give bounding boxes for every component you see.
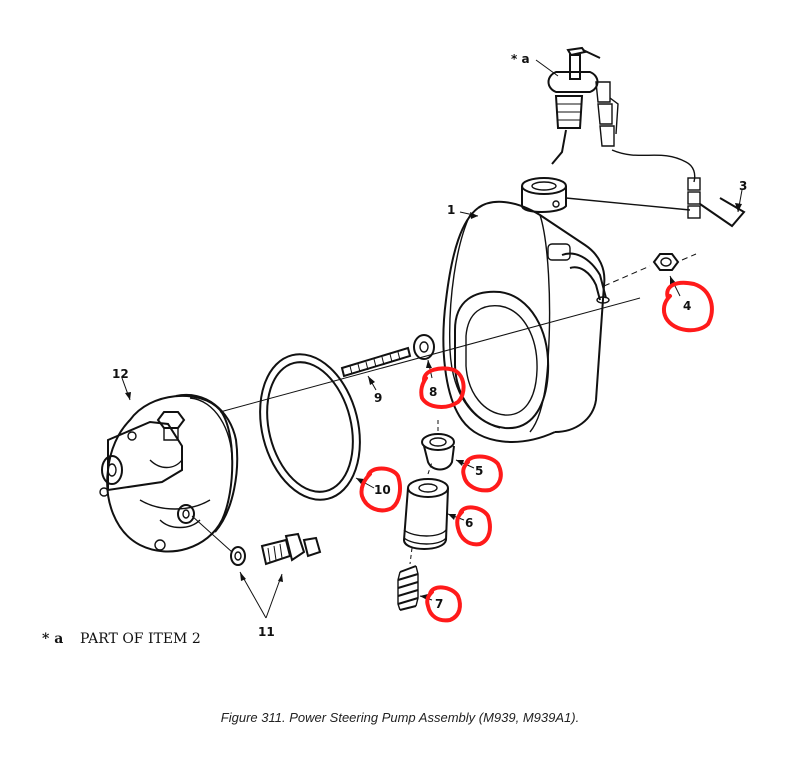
note-marker: * a — [42, 631, 63, 647]
callout-item-a: * a — [511, 52, 530, 66]
highlight-item-10 — [359, 466, 402, 513]
o-ring-part — [259, 353, 361, 501]
highlight-marks — [359, 280, 714, 623]
callout-item-12: 12 — [112, 367, 129, 381]
figure-caption: Figure 311. Power Steering Pump Assembly… — [221, 710, 579, 725]
callout-item-6: 6 — [465, 516, 473, 530]
highlight-item-7 — [425, 585, 462, 623]
dipstick-cap — [547, 46, 619, 165]
callout-item-7: 7 — [435, 597, 443, 611]
note-text: PART OF ITEM 2 — [80, 631, 201, 647]
flow-valve-part — [402, 461, 449, 550]
highlight-item-6 — [455, 505, 492, 547]
spring-part — [397, 547, 419, 611]
highlight-item-4 — [661, 280, 714, 333]
leader-lines — [121, 59, 743, 619]
callout-item-11: 11 — [258, 625, 275, 639]
fitting-part — [421, 420, 455, 471]
filler-neck — [521, 177, 567, 213]
highlight-item-5 — [461, 454, 503, 493]
callout-item-3: 3 — [739, 179, 747, 193]
nut-part — [603, 253, 697, 287]
pump-body — [99, 393, 239, 553]
port-fitting-part — [230, 532, 322, 566]
reservoir-tank — [442, 200, 610, 443]
retaining-wire — [565, 149, 746, 228]
stud-part — [340, 346, 412, 378]
callout-item-5: 5 — [475, 464, 483, 478]
callout-item-4: 4 — [683, 299, 691, 313]
callout-item-10: 10 — [374, 483, 391, 497]
washer-part — [413, 334, 435, 360]
callout-item-8: 8 — [429, 385, 437, 399]
highlight-item-8 — [419, 366, 466, 409]
callout-item-1: 1 — [447, 203, 455, 217]
callout-item-9: 9 — [374, 391, 382, 405]
